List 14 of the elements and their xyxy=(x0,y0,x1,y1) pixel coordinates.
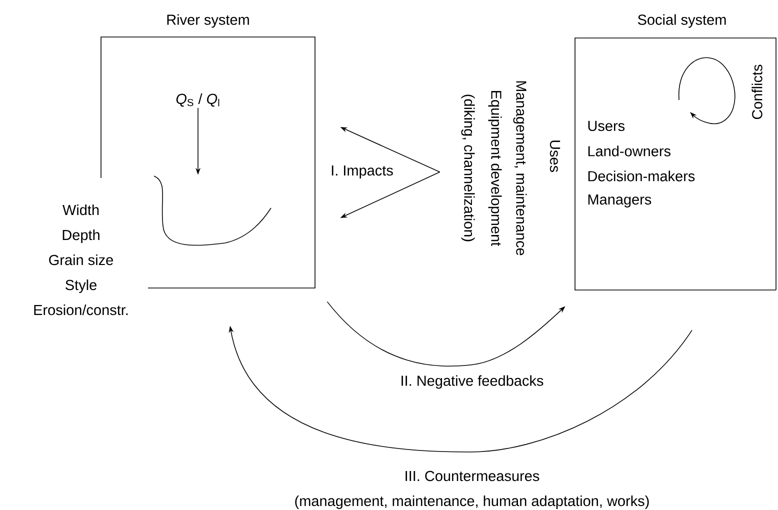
property-label: Width xyxy=(62,204,99,216)
edge-label: I. Impacts xyxy=(330,164,394,180)
property-label: Style xyxy=(66,279,96,293)
note-text: (management, maintenance, human adaptation, works) xyxy=(295,495,649,509)
vertical-text: Management, maintenance Equipment development (diking, channelization) xyxy=(461,81,527,256)
property-label: Grain size xyxy=(49,254,113,266)
edge-label: III. Countermeasures xyxy=(403,470,541,482)
edge-label: II. Negative feedbacks xyxy=(399,374,545,390)
node-label: Social system xyxy=(638,14,726,28)
uses-label: Uses xyxy=(550,140,560,172)
formula-text: Q$_{S}$ / Q$_{l}$ xyxy=(176,93,220,107)
property-label: Erosion/constr. xyxy=(34,304,128,316)
property-label: Depth xyxy=(62,229,100,243)
channel-drawing xyxy=(154,176,272,246)
